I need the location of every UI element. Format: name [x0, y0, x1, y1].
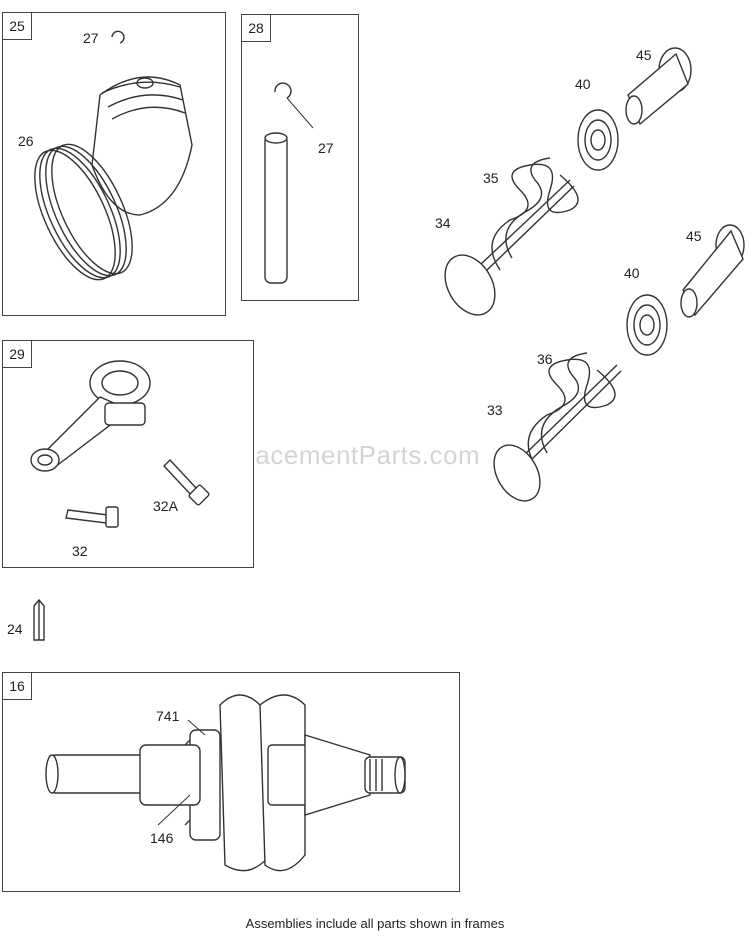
callout-rod-bolt: 32 — [72, 543, 88, 559]
frame-pin: 28 — [241, 14, 359, 301]
callout-rod-bolt-alt: 32A — [153, 498, 178, 514]
callout-intake-tappet: 45 — [636, 47, 652, 63]
callout-intake-valve: 34 — [435, 215, 451, 231]
piston-part[interactable] — [20, 30, 220, 305]
callout-exhaust-retainer: 40 — [624, 265, 640, 281]
frame-label-rod: 29 — [3, 341, 32, 368]
exhaust-valve-assembly[interactable] — [493, 215, 750, 515]
intake-valve-assembly[interactable] — [440, 40, 700, 330]
key-part[interactable] — [32, 598, 46, 643]
callout-intake-spring: 35 — [483, 170, 499, 186]
frame-label-crank: 16 — [3, 673, 32, 700]
callout-key: 24 — [7, 621, 23, 637]
frame-label-piston: 25 — [3, 13, 32, 40]
connecting-rod-part[interactable] — [20, 355, 245, 560]
callout-rings: 26 — [18, 133, 34, 149]
frame-label-pin: 28 — [242, 15, 271, 42]
callout-exhaust-tappet: 45 — [686, 228, 702, 244]
callout-retainer-pin: 27 — [318, 140, 334, 156]
callout-intake-retainer: 40 — [575, 76, 591, 92]
crankshaft-part[interactable] — [40, 685, 420, 880]
piston-pin-part[interactable] — [255, 80, 335, 285]
footer-note: Assemblies include all parts shown in fr… — [245, 916, 505, 931]
callout-crank-timing: 146 — [150, 830, 174, 846]
callout-exhaust-valve: 33 — [487, 402, 503, 418]
callout-retainer-piston: 27 — [83, 30, 99, 46]
callout-exhaust-spring: 36 — [537, 351, 553, 367]
callout-crank-gear: 741 — [156, 708, 180, 724]
